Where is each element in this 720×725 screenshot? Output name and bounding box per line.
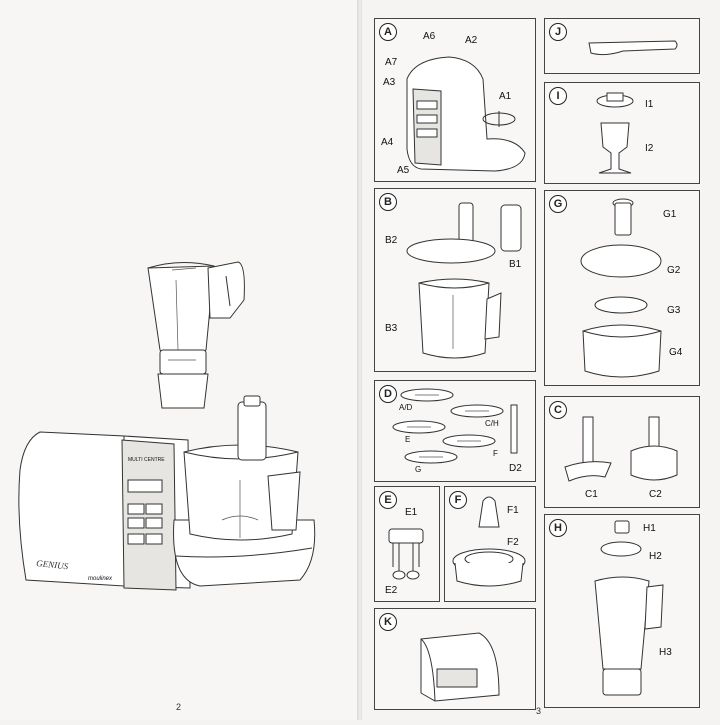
label-h3: H3: [659, 647, 672, 658]
label-ad: A/D: [399, 403, 413, 412]
panel-a-letter: A: [379, 23, 397, 41]
left-page: GENIUS MULTI CENTRE moulinex 2: [0, 0, 358, 720]
book-gutter: [357, 0, 363, 720]
blender-attachment-drawing: [594, 520, 664, 696]
label-g3: G3: [667, 305, 681, 316]
label-d2: D2: [509, 463, 522, 474]
label-e1: E1: [405, 507, 418, 518]
panel-h-letter: H: [549, 519, 567, 537]
blender-jug-drawing: [147, 261, 245, 409]
juicer-attachment-drawing: [580, 198, 662, 378]
label-g4: G4: [669, 347, 683, 358]
spatula-drawing: [588, 40, 678, 56]
motor-base-drawing: [406, 56, 526, 172]
label-b1: B1: [509, 259, 522, 270]
panel-h: H H1 H2 H3: [544, 514, 700, 708]
label-g1: G1: [663, 209, 677, 220]
label-a2: A2: [465, 35, 478, 46]
label-h1: H1: [643, 523, 656, 534]
label-f2: F2: [507, 537, 519, 548]
whisk-attachment-drawing: [388, 528, 424, 580]
panel-j: J: [544, 18, 700, 74]
label-a7: A7: [385, 57, 398, 68]
label-h2: H2: [649, 551, 662, 562]
label-g2: G2: [667, 265, 681, 276]
grating-discs-drawing: [392, 388, 518, 464]
panel-f-letter: F: [449, 491, 467, 509]
label-f-disc: F: [493, 449, 498, 458]
page-number-right: 3: [536, 706, 542, 716]
label-a4: A4: [381, 137, 394, 148]
panel-e-letter: E: [379, 491, 397, 509]
label-c2: C2: [649, 489, 662, 500]
label-a5: A5: [397, 165, 410, 176]
panel-i: I I1 I2: [544, 82, 700, 184]
mill-attachment-drawing: [596, 92, 634, 174]
storage-box-drawing: [420, 632, 500, 702]
panel-k-letter: K: [379, 613, 397, 631]
panel-g-letter: G: [549, 195, 567, 213]
panel-j-letter: J: [549, 23, 567, 41]
label-e-disc: E: [405, 435, 411, 444]
panel-c-letter: C: [549, 401, 567, 419]
page-number-left: 2: [176, 702, 182, 712]
label-g-disc: G: [415, 465, 422, 474]
label-b3: B3: [385, 323, 398, 334]
base-unit-drawing: [18, 395, 316, 591]
citrus-press-drawing: [452, 496, 526, 587]
food-processor-illustration: GENIUS: [18, 261, 316, 591]
right-page: A A6 A2 A7 A3 A1 A4 A5 J I I1: [362, 0, 720, 720]
label-e2: E2: [385, 585, 398, 596]
blades-drawing: [564, 416, 678, 482]
label-a3: A3: [383, 77, 396, 88]
panel-e: E E1 E2: [374, 486, 440, 602]
label-c1: C1: [585, 489, 598, 500]
panel-f: F F1 F2: [444, 486, 536, 602]
label-i1: I1: [645, 99, 654, 110]
label-ch: C/H: [485, 419, 499, 428]
label-a1: A1: [499, 91, 512, 102]
panel-a: A A6 A2 A7 A3 A1 A4 A5: [374, 18, 536, 182]
panel-b-letter: B: [379, 193, 397, 211]
panel-b: B B2 B1 B3: [374, 188, 536, 372]
panel-i-letter: I: [549, 87, 567, 105]
brand-strip-label: MULTI CENTRE: [128, 457, 165, 463]
panel-k: K: [374, 608, 536, 710]
panel-g: G G1 G2 G3 G4: [544, 190, 700, 386]
label-a6: A6: [423, 31, 436, 42]
maker-label: moulinex: [88, 576, 113, 582]
panel-d: D A/D C/H E F G D2: [374, 380, 536, 482]
label-i2: I2: [645, 143, 654, 154]
bowl-and-lid-drawing: [406, 202, 522, 359]
model-name-text: GENIUS: [36, 558, 69, 571]
label-f1: F1: [507, 505, 519, 516]
label-b2: B2: [385, 235, 398, 246]
panel-c: C C1 C2: [544, 396, 700, 508]
panel-d-letter: D: [379, 385, 397, 403]
